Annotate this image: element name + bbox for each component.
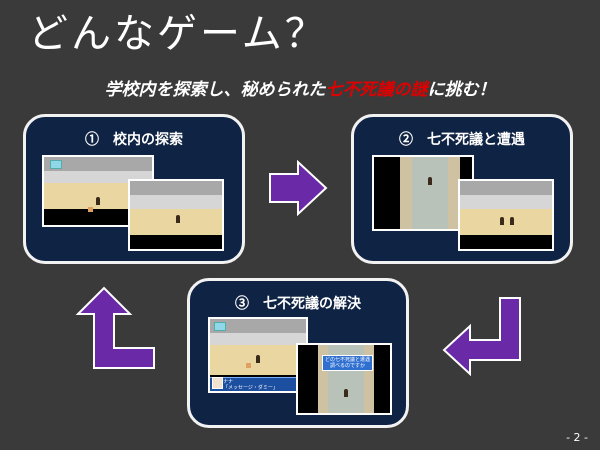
game-screenshot xyxy=(128,179,224,251)
game-screenshot xyxy=(458,179,554,251)
panel-solve-mystery: ③ 七不死議の解決 ナナ 「メッセージ・ダミー」 どの七不死議と遭遇 調べるので… xyxy=(187,278,409,428)
dialogue-speaker: ナナ xyxy=(223,379,234,385)
panel-title: ① 校内の探索 xyxy=(85,132,183,148)
slide-subtitle: 学校内を探索し、秘められた七不死議の謎に挑む！ xyxy=(0,75,600,100)
panel-title: ② 七不死議と遭遇 xyxy=(399,132,525,148)
game-screenshot xyxy=(372,155,474,231)
message-line: どの七不死議と遭遇 xyxy=(325,357,371,363)
panel-title: ③ 七不死議の解決 xyxy=(235,296,361,312)
page-number: - 2 - xyxy=(566,431,588,444)
arrow-up-corner-icon xyxy=(75,286,155,369)
message-box: どの七不死議と遭遇 調べるのですか xyxy=(322,355,374,371)
panel-school-exploration: ① 校内の探索 xyxy=(23,114,245,264)
subtitle-lead: 学校内を探索し、秘められた xyxy=(104,80,326,100)
arrow-right-icon xyxy=(269,159,328,217)
message-line: 調べるのですか xyxy=(330,363,366,369)
game-screenshot: ナナ 「メッセージ・ダミー」 xyxy=(208,317,308,393)
subtitle-tail: に挑む！ xyxy=(427,80,496,100)
dialogue-window: ナナ 「メッセージ・ダミー」 xyxy=(210,377,306,391)
dialogue-text: 「メッセージ・ダミー」 xyxy=(223,385,278,391)
arrow-down-left-icon xyxy=(442,297,521,377)
slide-title: どんなゲーム？ xyxy=(28,11,328,57)
game-screenshot: どの七不死議と遭遇 調べるのですか xyxy=(296,343,392,415)
panel-encounter: ② 七不死議と遭遇 xyxy=(351,114,573,264)
character-portrait xyxy=(212,377,223,389)
subtitle-accent: 七不死議の謎 xyxy=(325,80,428,100)
